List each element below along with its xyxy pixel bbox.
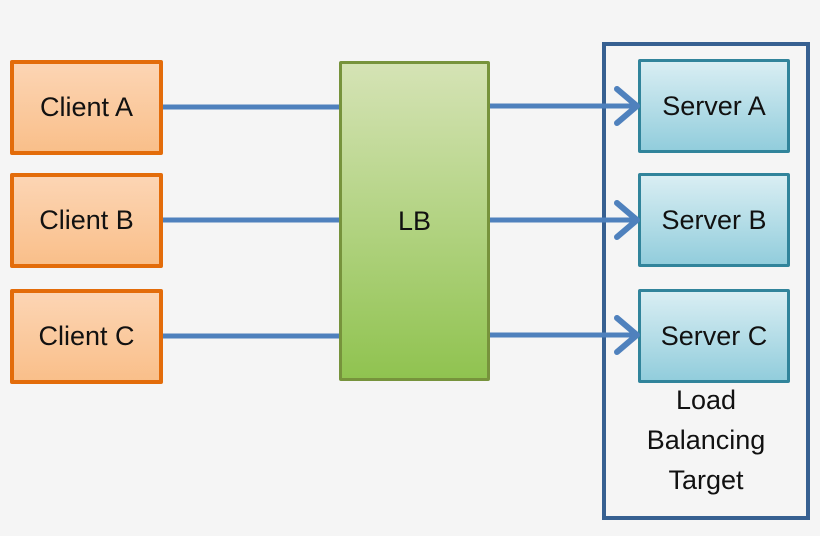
node-client-c-label: Client C xyxy=(38,321,135,351)
node-server-c: Server C xyxy=(638,289,790,383)
group-load-balancing-target: Server A Server B Server C Load Balancin… xyxy=(602,42,810,520)
node-load-balancer: LB xyxy=(339,61,490,381)
node-client-c: Client C xyxy=(10,289,163,384)
node-client-b-label: Client B xyxy=(39,205,134,235)
node-client-a: Client A xyxy=(10,60,163,155)
node-server-b: Server B xyxy=(638,173,790,267)
node-server-a-label: Server A xyxy=(662,90,766,121)
node-client-b: Client B xyxy=(10,173,163,268)
group-label-text: Load Balancing Target xyxy=(646,385,766,495)
node-server-b-label: Server B xyxy=(661,204,767,235)
node-server-c-label: Server C xyxy=(660,320,768,351)
node-client-a-label: Client A xyxy=(39,92,134,122)
node-server-a: Server A xyxy=(638,59,790,153)
group-label: Load Balancing Target xyxy=(606,380,806,500)
node-load-balancer-label: LB xyxy=(397,205,432,236)
